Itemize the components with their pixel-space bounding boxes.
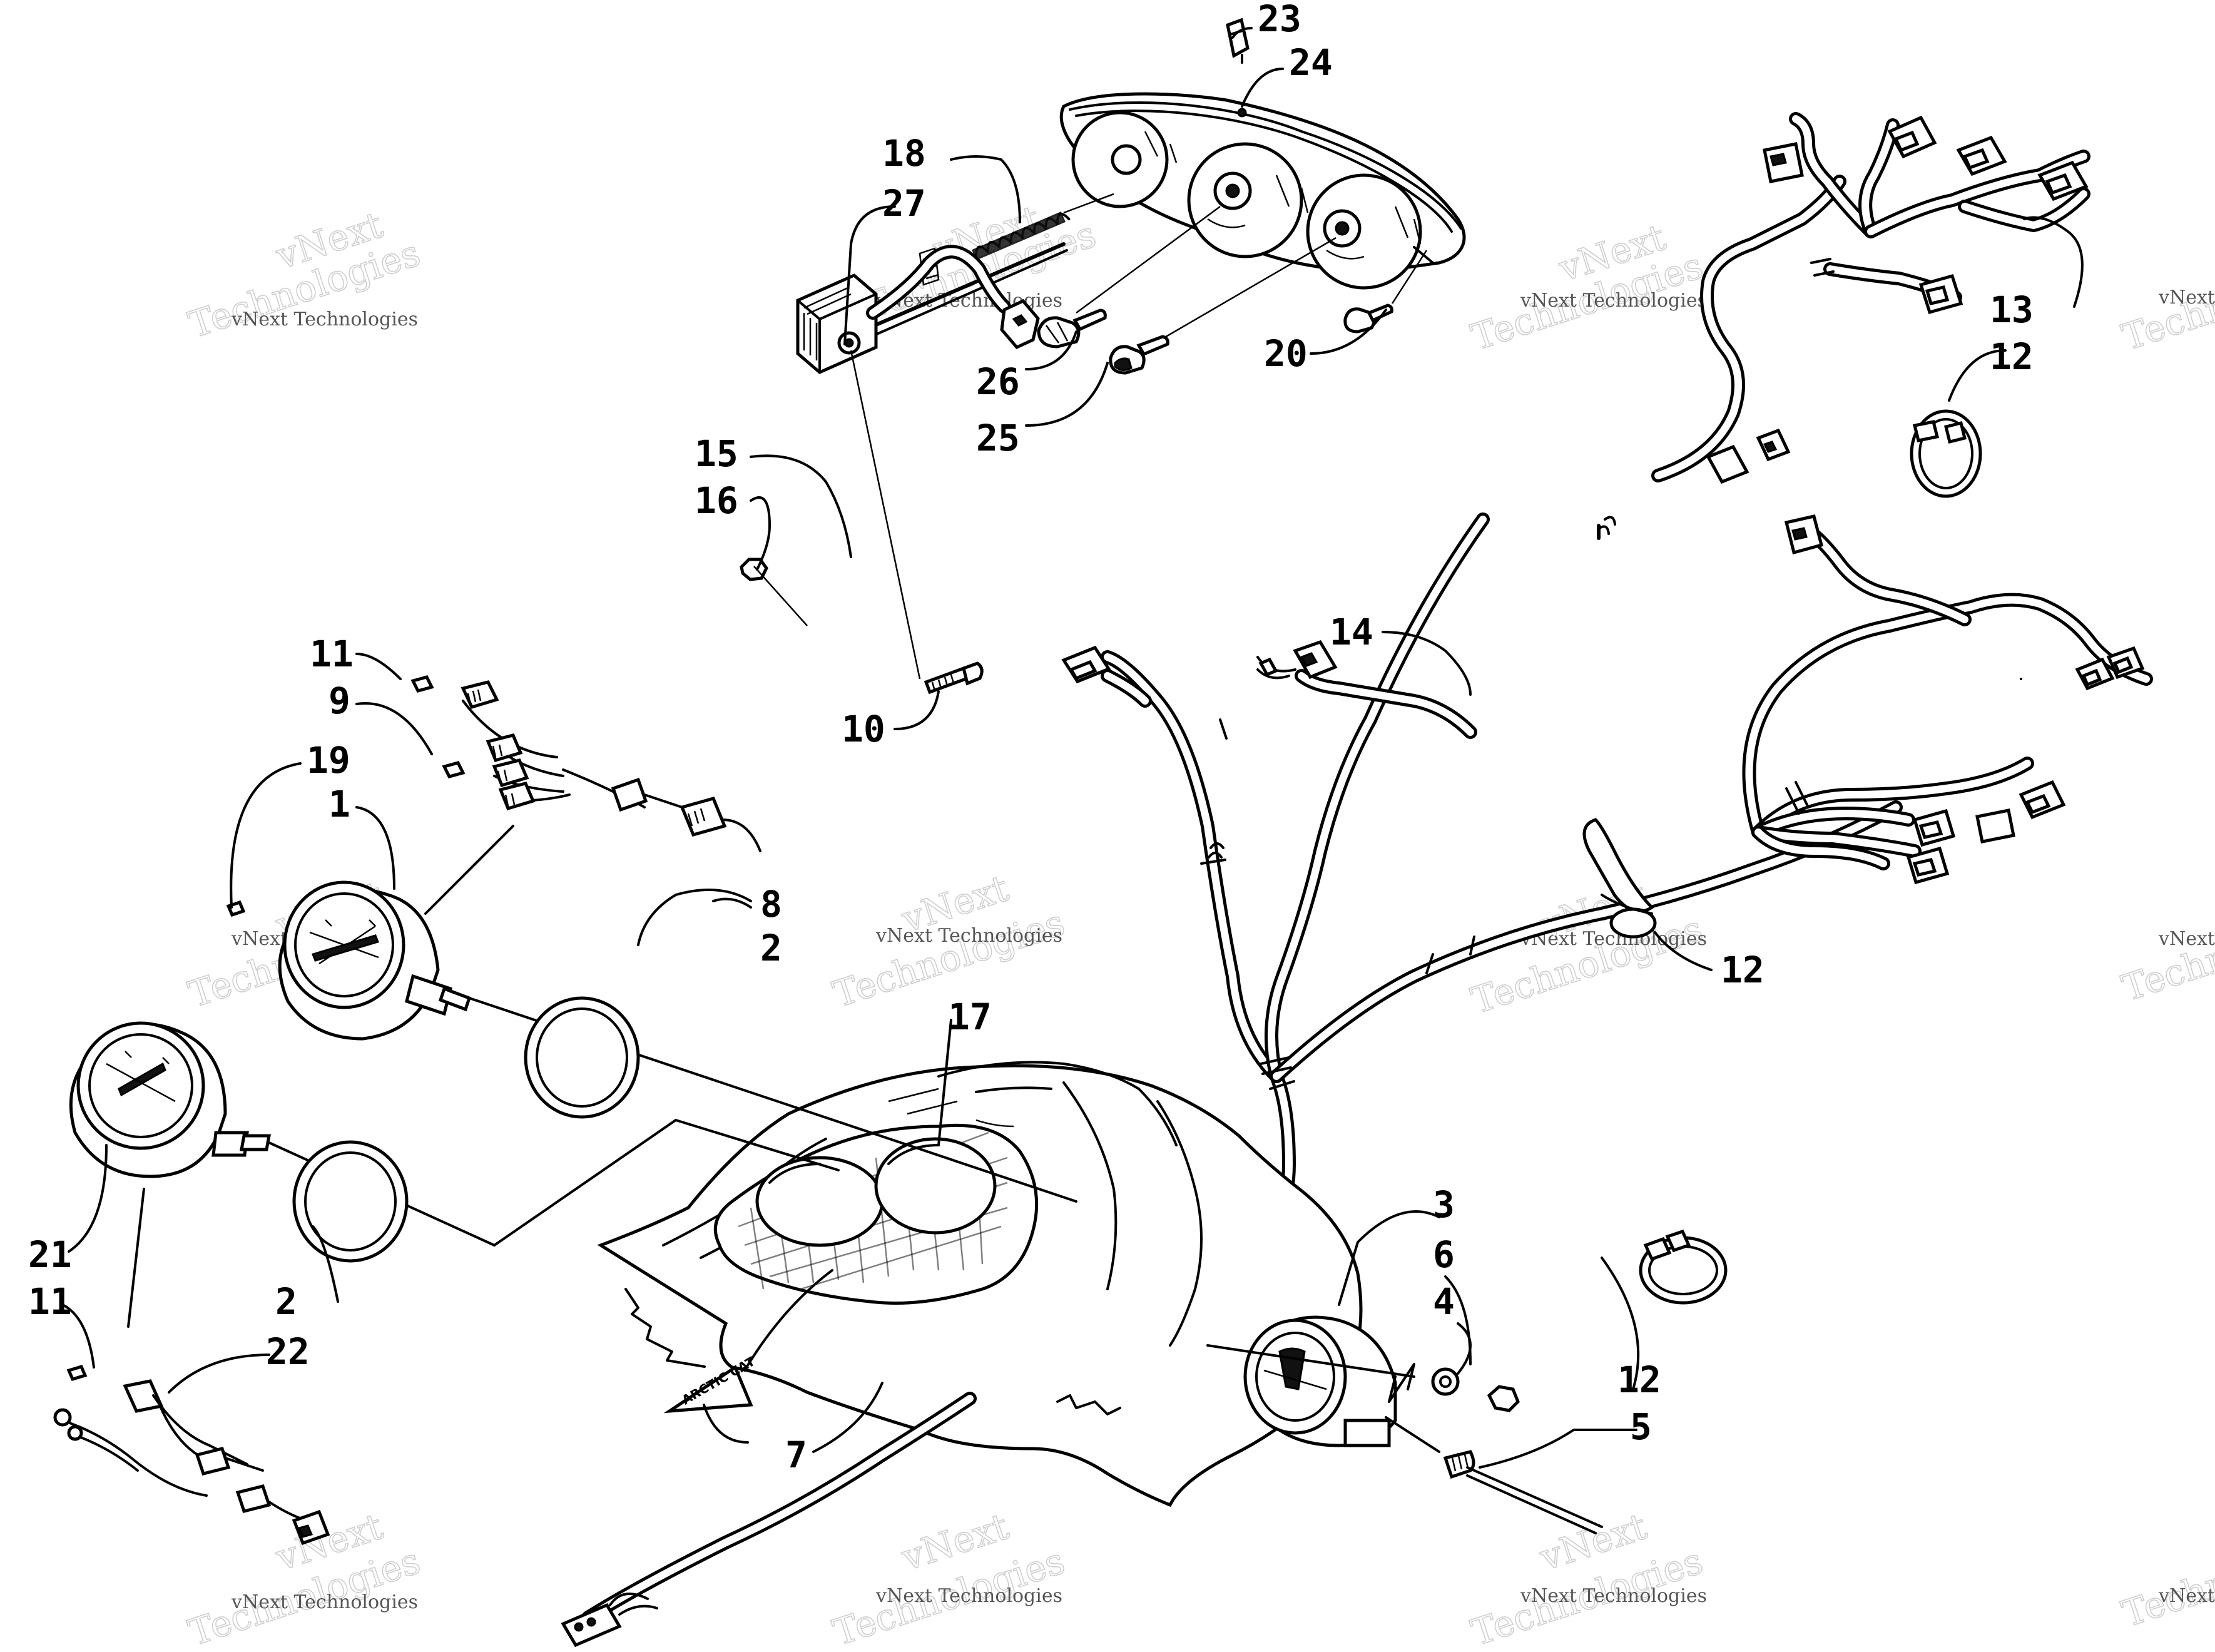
cable-clamp-bottom[interactable] (1639, 1229, 1728, 1305)
callout-16: 16 (695, 479, 738, 522)
speedometer-cable[interactable] (1443, 1450, 1603, 1534)
callout-19: 19 (307, 739, 350, 782)
callout-9: 9 (328, 680, 350, 722)
callout-27: 27 (882, 182, 926, 225)
callout-2-upper: 2 (760, 927, 782, 969)
cable-clamp-top[interactable] (1910, 409, 1982, 498)
callout-15: 15 (695, 432, 738, 475)
svg-text:Technologies: Technologies (2117, 895, 2215, 1009)
headlight-clip[interactable] (1226, 18, 1250, 64)
gauge-retaining-ring-lower[interactable] (292, 1140, 409, 1263)
svg-text:vNext Technologies: vNext Technologies (2158, 287, 2215, 308)
hex-nut[interactable] (1487, 1385, 1520, 1412)
svg-text:vNext Technologies: vNext Technologies (2158, 928, 2215, 950)
svg-text:vNext Technologies: vNext Technologies (875, 925, 1062, 947)
callout-11-top: 11 (310, 633, 354, 675)
speedometer-gauge[interactable] (69, 1021, 496, 1247)
callout-12-bottom: 12 (1617, 1359, 1661, 1401)
callout-11-lower: 11 (28, 1280, 72, 1323)
callout-3: 3 (1433, 1183, 1455, 1226)
speedo-lamp-harness[interactable] (53, 1364, 330, 1546)
callout-13: 13 (1990, 288, 2034, 331)
tach-lamp-harness[interactable] (226, 675, 727, 917)
callout-12-top: 12 (1990, 335, 2034, 378)
callout-22: 22 (266, 1330, 310, 1373)
callout-12-mid: 12 (1721, 949, 1764, 991)
watermark: Technologies vNext Technologies (2117, 243, 2215, 359)
watermark: Technologies vNext Technologies (2117, 894, 2215, 1010)
watermark: Technologies vNext Technologies vNext (1466, 1504, 1709, 1652)
watermark: Technologies vNext Technologies vNext (183, 203, 426, 347)
regulator-bolt[interactable] (924, 661, 984, 695)
harness-branch-14-connector[interactable] (1256, 640, 1477, 739)
svg-text:vNext Technologies: vNext Technologies (2158, 1585, 2215, 1607)
callout-24: 24 (1289, 41, 1333, 84)
callout-18: 18 (882, 132, 926, 175)
callout-7: 7 (785, 1434, 807, 1476)
callout-20: 20 (1264, 332, 1308, 375)
handlebar-harness[interactable] (1651, 112, 2090, 484)
indicator-housing[interactable] (1243, 1315, 1397, 1447)
bulb-20[interactable] (1343, 303, 1393, 334)
watermark: Technologies vNext Technologies vNext (828, 866, 1071, 1016)
gauge-panel-bezel[interactable] (713, 1123, 1039, 1305)
callout-1: 1 (328, 783, 350, 825)
gauge-retaining-ring-upper[interactable] (524, 996, 640, 1119)
svg-text:Technologies: Technologies (2117, 1521, 2215, 1635)
watermark: Technologies vNext Technologies vNext (828, 1504, 1071, 1652)
callout-2-lower: 2 (275, 1280, 297, 1323)
watermark: Technologies vNext Technologies (2117, 1520, 2215, 1636)
right-switch-harness[interactable] (1742, 514, 2153, 885)
callout-17: 17 (948, 996, 992, 1038)
callout-10: 10 (842, 708, 885, 750)
bulb-25[interactable] (1109, 335, 1169, 375)
callout-21: 21 (28, 1233, 72, 1276)
watermark: Technologies vNext Technologies vNext (1466, 215, 1709, 359)
callout-23: 23 (1258, 0, 1301, 40)
bulb-26[interactable] (1037, 308, 1107, 349)
callout-4: 4 (1433, 1280, 1455, 1323)
callout-6: 6 (1433, 1233, 1455, 1276)
callout-5: 5 (1630, 1405, 1652, 1448)
headlight-housing[interactable] (1059, 92, 1466, 290)
svg-text:vNext Technologies: vNext Technologies (231, 1591, 418, 1613)
lower-harness-lead[interactable] (561, 1392, 977, 1648)
leader-lines (61, 27, 2084, 1469)
voltage-regulator[interactable] (796, 245, 1040, 374)
washer[interactable] (1431, 1367, 1460, 1396)
svg-text:vNext Technologies: vNext Technologies (1520, 290, 1707, 312)
callout-26: 26 (976, 360, 1020, 403)
callout-8: 8 (760, 883, 782, 925)
svg-text:vNext Technologies: vNext Technologies (1520, 1585, 1707, 1607)
svg-text:vNext Technologies: vNext Technologies (231, 308, 418, 330)
callout-labels: 23 24 18 27 26 25 20 15 16 10 14 13 12 1… (28, 0, 2034, 1476)
callout-25: 25 (976, 417, 1020, 459)
svg-text:vNext Technologies: vNext Technologies (875, 1585, 1062, 1607)
cable-clamp-mid[interactable] (1582, 818, 1657, 939)
callout-14: 14 (1330, 611, 1373, 653)
